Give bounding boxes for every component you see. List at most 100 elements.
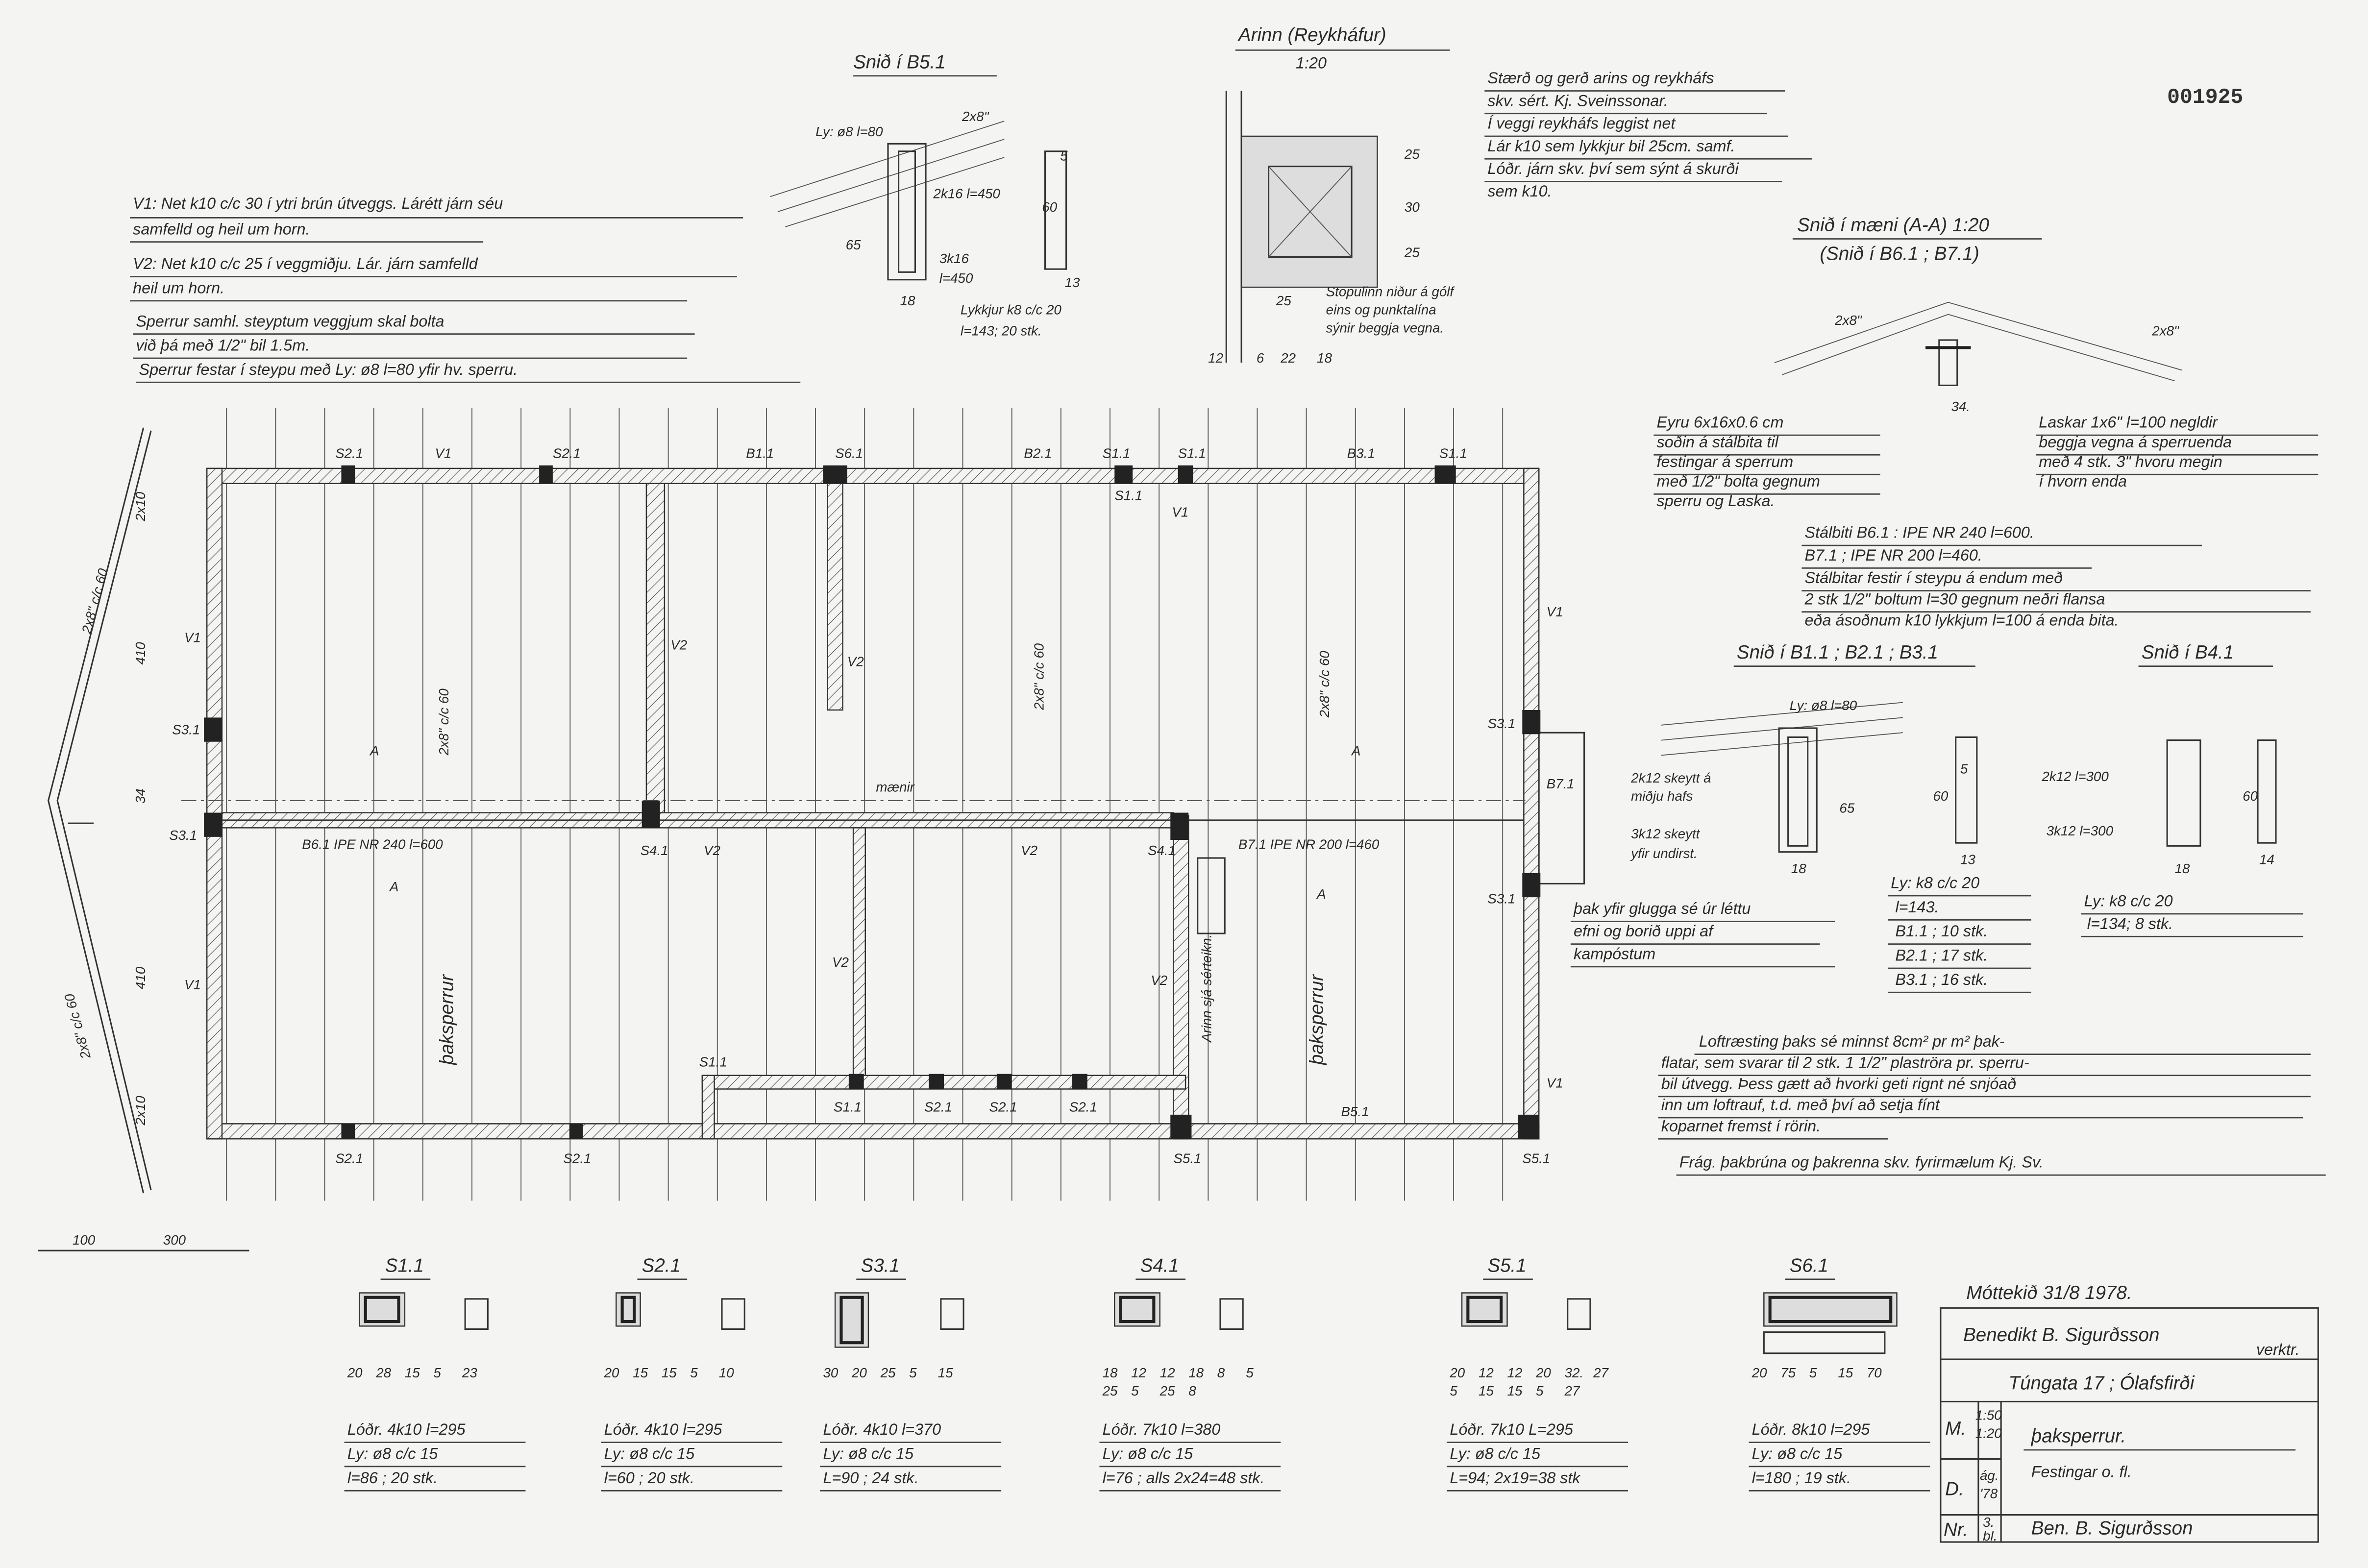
chimney-plan [1197,857,1226,934]
dim-label: yfir undirst. [1630,846,1698,861]
column-label: S1.1 [1103,445,1131,461]
notes-window-roof: þak yfir glugga sé úr léttu efni og bori… [1570,900,1835,968]
roof-label: þaksperrur [436,974,457,1065]
rebar-spec: l=60 ; 20 stk. [604,1469,694,1487]
dim-label: 18 [1103,1365,1118,1380]
rebar-spec: Ly: ø8 c/c 15 [347,1445,439,1462]
wall-label: V2 [670,637,687,653]
dim-label: 5 [1960,761,1968,776]
note-line: B7.1 ; IPE NR 200 l=460. [1805,546,1982,564]
dim-label: 12 [1208,350,1223,366]
note-line: þak yfir glugga sé úr léttu [1573,900,1751,917]
wall-label: V1 [435,445,452,461]
dim-label: 18 [1791,861,1806,876]
notes-steel-beams: Stálbiti B6.1 : IPE NR 240 l=600. B7.1 ;… [1801,524,2311,629]
note-line: V2: Net k10 c/c 25 í veggmiðju. Lár. jár… [133,255,478,272]
note-finish: Frág. þakbrúna og þakrenna skv. fyrirmæl… [1679,1153,2044,1171]
dim-label: 5 [433,1365,441,1380]
section-mark: A [1316,886,1326,902]
dim-label: 25 [880,1365,896,1380]
dim-label: 75 [1780,1365,1796,1380]
note-line: í hvorn enda [2039,472,2127,490]
dim-label: 34 [133,788,148,804]
scale-label: 1:20 [1296,54,1327,72]
stirrup-shape [1763,1331,1886,1354]
dim-label: 2k16 l=450 [933,186,1000,201]
rebar-spec: l=180 ; 19 stk. [1752,1469,1851,1487]
column-name: S1.1 [385,1255,424,1276]
note-line: með 1/2" bolta gegnum [1657,472,1820,490]
note-line: heil um horn. [133,279,224,296]
rebar-spec: Ly: ø8 c/c 15 [823,1445,914,1462]
dim-label: 60 [1933,788,1948,804]
wall-interior [852,827,866,1082]
chimney-section: Arinn (Reykháfur) 1:20 25 30 25 25 12 6 … [1208,24,1455,366]
wall-label: V2 [704,843,720,858]
dim-label: 5 [1450,1383,1457,1398]
column-label: S2.1 [335,445,363,461]
wall-bottom [206,1123,1540,1140]
note-line: eða ásoðnum k10 lykkjum l=100 á enda bit… [1805,611,2119,629]
designer-name: Benedikt B. Sigurðsson [1963,1324,2159,1346]
note-line: 2 stk 1/2" boltum l=30 gegnum neðri flan… [1804,590,2105,608]
note-line: Sperrur samhl. steyptum veggjum skal bol… [136,312,444,330]
drawing-number: 001925 [2167,85,2243,109]
dim-label: 12 [1160,1365,1175,1380]
column-label: S2.1 [563,1151,591,1166]
dim-label: 15 [633,1365,648,1380]
column-name: S5.1 [1487,1255,1526,1276]
dim-label: 30 [1405,199,1420,215]
dim-label: 2k12 skeytt á [1630,770,1711,785]
wall-interior [645,483,666,824]
dim-label: 28 [375,1365,391,1380]
stirrup [620,1296,636,1323]
notes-ventilation: Loftræsting þaks sé minnst 8cm² pr m² þa… [1658,1032,2326,1176]
sheet-value: 3. [1983,1515,1994,1530]
note-line: Stálbitar festir í steypu á endum með [1805,569,2063,587]
column-label: S3.1 [1487,891,1515,906]
dim-label: 12 [1479,1365,1494,1380]
section-mark: A [369,743,379,758]
rebar-spec: Ly: ø8 c/c 15 [1450,1445,1541,1462]
wall-interior [827,483,843,711]
section-title: Arinn (Reykháfur) [1237,24,1386,46]
list-line: Ly: k8 c/c 20 [2084,892,2173,910]
dim-label: l=450 [939,270,973,286]
dim-label: 18 [900,293,915,308]
section-title: Snið í B1.1 ; B2.1 ; B3.1 [1737,642,1938,663]
dim-label: 8 [1188,1383,1196,1398]
column-label: S1.1 [1178,445,1206,461]
column-label: S3.1 [169,828,197,843]
notes-chimney: Stærð og gerð arins og reykháfs skv. sér… [1484,69,1812,200]
signature: Ben. B. Sigurðsson [2031,1518,2193,1539]
dim-label: 5 [690,1365,698,1380]
dim-label: 20 [1535,1365,1551,1380]
dim-label: 18 [1317,350,1332,366]
rafter-label: 2x8" c/c 60 [1317,651,1332,718]
note-line: inn um loftrauf, t.d. með því að setja f… [1661,1096,1941,1114]
rebar-spec: Ly: ø8 c/c 15 [1752,1445,1843,1462]
section-title: Snið í B5.1 [853,51,945,73]
dim-label: 3k12 skeytt [1631,826,1701,841]
dim-label: 18 [2175,861,2190,876]
stirrup-shape [464,1298,489,1330]
column-name: S2.1 [642,1255,681,1276]
scale-value: 1:20 [1975,1425,2002,1441]
dim-label: 410 [133,966,148,989]
note-line: koparnet fremst í rörin. [1661,1117,1821,1135]
rafter-label: 2x8" c/c 60 [436,688,451,756]
rebar-spec: L=94; 2x19=38 stk [1450,1469,1581,1487]
stirrup [1119,1296,1156,1323]
dim-label: 12 [1131,1365,1146,1380]
column-name: S4.1 [1140,1255,1179,1276]
wall-label: V2 [847,654,864,669]
sheet-value: bl. [1983,1528,1997,1544]
dim-label: 25 [1404,245,1420,260]
dim-label: 25 [1276,293,1291,308]
dim-label: 65 [1839,801,1854,816]
dim-label: 13 [1960,852,1975,867]
